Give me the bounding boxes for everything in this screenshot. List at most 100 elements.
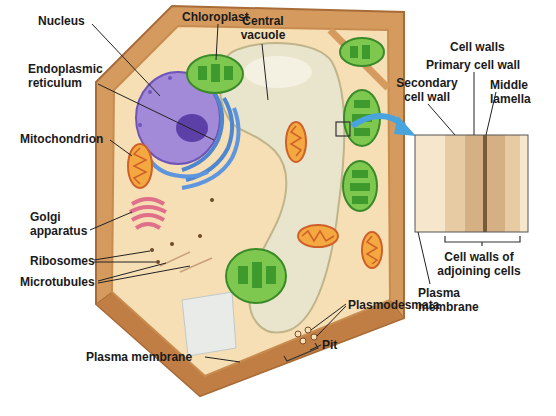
mitochondrion xyxy=(286,122,306,162)
granum xyxy=(350,46,358,58)
ribosome xyxy=(198,234,202,238)
part-label: Cell walls of adjoining cells xyxy=(420,250,538,278)
vacuole-highlight xyxy=(244,56,312,88)
granum xyxy=(211,64,220,82)
leader-line xyxy=(98,84,214,140)
chloroplast xyxy=(343,161,377,211)
cristae xyxy=(291,126,301,156)
granum xyxy=(352,196,368,204)
granum xyxy=(354,128,370,136)
inset-frame xyxy=(415,135,528,232)
granum xyxy=(354,100,370,108)
part-label: Endoplasmic reticulum xyxy=(28,62,112,90)
golgi-apparatus xyxy=(132,215,164,220)
central-vacuole xyxy=(220,43,345,332)
inset-cytoplasm xyxy=(520,135,528,232)
middle-lamella xyxy=(483,135,487,232)
inset-bracket xyxy=(445,236,520,246)
chloroplast xyxy=(226,249,286,303)
part-label: Ribosomes xyxy=(30,254,110,268)
granum xyxy=(238,266,248,284)
part-label: Mitochondrion xyxy=(20,132,120,146)
part-label: Primary cell wall xyxy=(426,58,551,72)
part-label: Golgi apparatus xyxy=(30,210,100,238)
plasmodesma xyxy=(295,331,301,337)
zoom-arrowhead xyxy=(394,116,416,136)
part-label: Secondary cell wall xyxy=(394,76,460,104)
leader-line xyxy=(428,104,455,135)
plasmodesma xyxy=(300,338,306,344)
microtubule xyxy=(180,258,212,272)
leader-line xyxy=(216,24,218,60)
leader-line xyxy=(310,345,321,350)
golgi-apparatus xyxy=(136,224,160,228)
leader-line xyxy=(94,251,150,260)
part-label: Middle lamella xyxy=(490,78,550,106)
leader-line xyxy=(94,262,156,263)
chloroplast xyxy=(340,38,384,66)
part-label: Plasmodesmata xyxy=(348,298,458,312)
leader-line xyxy=(311,304,346,330)
chloroplast xyxy=(343,161,377,211)
pit-bracket xyxy=(284,343,318,361)
leader-line xyxy=(110,140,132,156)
granum xyxy=(252,262,262,288)
golgi-apparatus xyxy=(132,199,164,204)
chloroplast xyxy=(187,55,243,93)
secondary-wall xyxy=(445,135,465,232)
granum xyxy=(198,66,207,80)
granum xyxy=(224,66,233,80)
nucleolus xyxy=(176,114,208,142)
cytoplasm xyxy=(112,26,390,376)
cut-window xyxy=(182,292,236,356)
nuclear-pore xyxy=(168,76,172,80)
mitochondrion xyxy=(298,225,338,247)
cristae xyxy=(134,148,146,184)
plasmodesma xyxy=(305,327,311,333)
ribosome xyxy=(150,248,154,252)
granum xyxy=(350,183,370,191)
leader-line xyxy=(92,24,160,96)
leader-line xyxy=(317,306,346,336)
part-label: Central vacuole xyxy=(232,14,294,42)
ribosome xyxy=(156,260,160,264)
endoplasmic-reticulum xyxy=(150,160,208,177)
granum xyxy=(352,170,368,178)
part-label: Plasma membrane xyxy=(86,350,216,364)
granum xyxy=(266,266,276,284)
mitochondrion xyxy=(362,232,382,268)
plasmodesma xyxy=(311,334,317,340)
zoom-square xyxy=(336,122,350,136)
golgi-apparatus xyxy=(130,207,166,212)
leader-line xyxy=(205,357,240,362)
primary-wall xyxy=(465,135,483,232)
nuclear-pore xyxy=(138,123,142,127)
part-label: Pit xyxy=(322,338,352,352)
secondary-wall xyxy=(505,135,520,232)
leader-line xyxy=(474,72,475,135)
part-label: Cell walls xyxy=(450,40,540,54)
leader-lines xyxy=(90,24,496,362)
mitochondrion xyxy=(362,232,382,268)
cristae xyxy=(367,236,377,264)
leader-line xyxy=(90,212,132,230)
inset-cytoplasm xyxy=(415,135,445,232)
chloroplast xyxy=(226,249,286,303)
mitochondrion xyxy=(128,144,152,188)
cristae xyxy=(302,231,334,241)
mitochondrion xyxy=(298,225,338,247)
chloroplast xyxy=(187,55,243,93)
mitochondrion xyxy=(286,122,306,162)
leader-line xyxy=(98,266,190,283)
granum xyxy=(362,45,370,59)
ribosome xyxy=(210,198,214,202)
leader-line xyxy=(262,44,268,100)
endoplasmic-reticulum xyxy=(182,92,222,170)
ribosome xyxy=(170,242,174,246)
mitochondrion xyxy=(128,144,152,188)
part-label: Nucleus xyxy=(38,14,118,28)
primary-wall xyxy=(487,135,505,232)
leader-line xyxy=(418,232,430,284)
nuclear-pore xyxy=(148,90,152,94)
